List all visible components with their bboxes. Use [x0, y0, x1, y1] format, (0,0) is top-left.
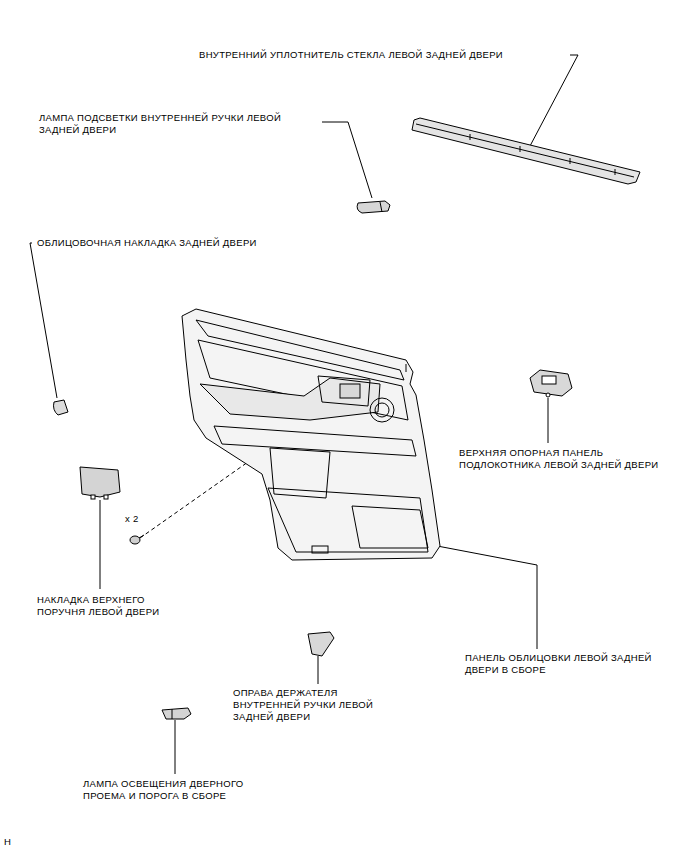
part-label: ВЕРХНЯЯ ОПОРНАЯ ПАНЕЛЬ ПОДЛОКОТНИКА ЛЕВО… [458, 447, 675, 471]
armrest-base-panel [530, 370, 572, 397]
leader-line [30, 243, 57, 398]
leader-line [530, 55, 578, 146]
quantity-label: x 2 [124, 513, 140, 525]
leader-line [432, 545, 537, 649]
part-label: ВНУТРЕННИЙ УПЛОТНИТЕЛЬ СТЕКЛА ЛЕВОЙ ЗАДН… [198, 49, 504, 61]
part-label: ОБЛИЦОВОЧНАЯ НАКЛАДКА ЗАДНЕЙ ДВЕРИ [36, 237, 258, 249]
figure-code: H [3, 836, 12, 848]
part-label: ЛАМПА ОСВЕЩЕНИЯ ДВЕРНОГО ПРОЕМА И ПОРОГА… [82, 778, 270, 802]
handle-lamp [357, 201, 390, 213]
part-label: НАКЛАДКА ВЕРХНЕГО ПОРУЧНЯ ЛЕВОЙ ДВЕРИ [36, 594, 188, 618]
leader-line [100, 500, 101, 589]
leader-line [320, 122, 372, 198]
courtesy-lamp [162, 708, 191, 719]
door-trim-panel [182, 309, 440, 560]
leader-line [548, 398, 549, 443]
part-label: ЛАМПА ПОДСВЕТКИ ВНУТРЕННЕЙ РУЧКИ ЛЕВОЙ З… [38, 112, 322, 136]
leader-line [175, 720, 176, 774]
part-label: ОПРАВА ДЕРЖАТЕЛЯ ВНУТРЕННЕЙ РУЧКИ ЛЕВОЙ … [232, 687, 406, 723]
leader-line [318, 656, 319, 684]
weatherstrip [412, 118, 640, 184]
part-label: ПАНЕЛЬ ОБЛИЦОВКИ ЛЕВОЙ ЗАДНЕЙ ДВЕРИ В СБ… [464, 652, 656, 676]
armrest-cover [80, 467, 120, 499]
handle-bezel [308, 632, 334, 656]
garnish [54, 400, 69, 415]
screw [130, 535, 144, 544]
